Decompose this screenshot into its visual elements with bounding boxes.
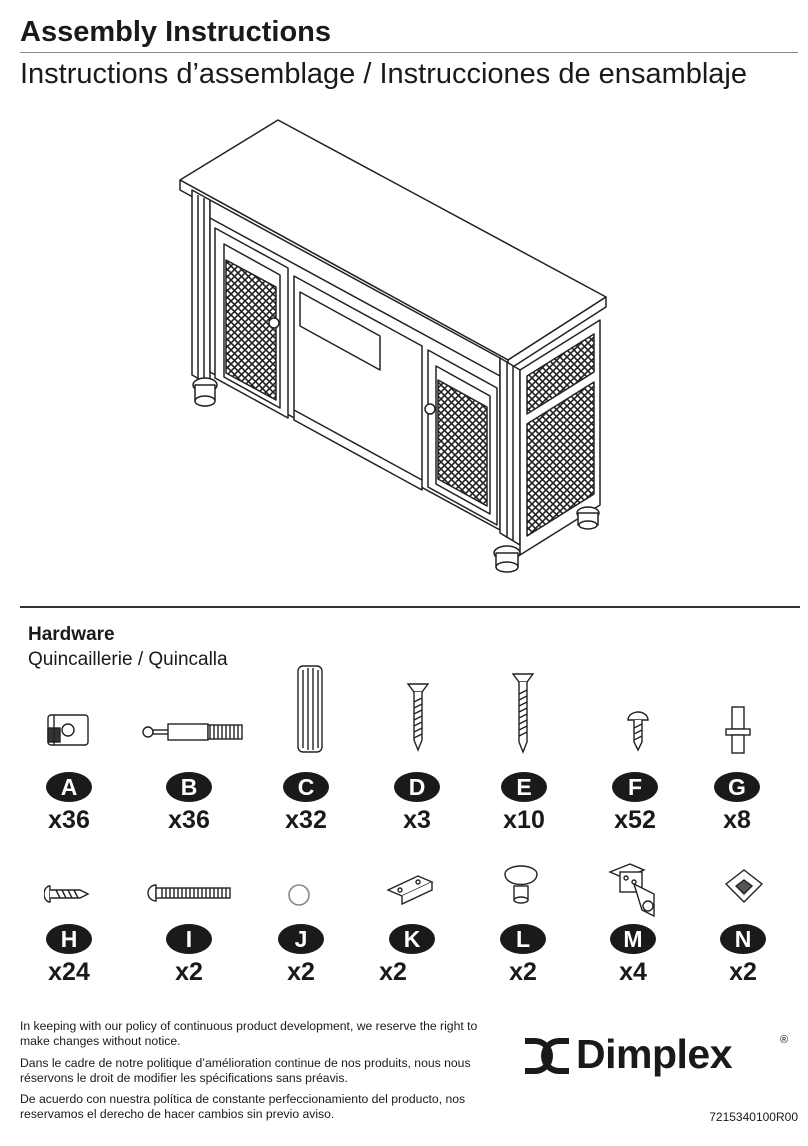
part-qty-b: x36 [168, 806, 210, 834]
tv-stand-illustration [179, 119, 607, 573]
small-screw-icon [44, 885, 90, 903]
bracket-icon [386, 875, 434, 906]
part-qty-h: x24 [48, 958, 90, 986]
title-divider [20, 52, 798, 53]
hardware-subtitle: Quincaillerie / Quincalla [28, 649, 228, 670]
knob-icon [504, 865, 538, 904]
part-qty-l: x2 [509, 958, 537, 986]
shelf-pin-icon [725, 706, 751, 754]
part-qty-k: x2 [379, 958, 407, 986]
document-code: 7215340100R00 [709, 1110, 798, 1124]
part-qty-c: x32 [285, 806, 327, 834]
part-letter-l: L [500, 924, 546, 954]
flat-head-screw-icon [406, 683, 430, 752]
wood-dowel-icon [297, 665, 323, 753]
part-qty-e: x10 [503, 806, 545, 834]
brand-name: Dimplex [576, 1031, 733, 1077]
part-qty-j: x2 [287, 958, 315, 986]
notice-spanish: De acuerdo con nuestra política de const… [20, 1092, 466, 1121]
machine-bolt-icon [147, 884, 231, 902]
part-letter-i: I [166, 924, 212, 954]
part-qty-d: x3 [403, 806, 431, 834]
part-letter-k: K [389, 924, 435, 954]
washer-ring-icon [288, 884, 310, 906]
part-letter-j: J [278, 924, 324, 954]
cam-bolt-icon [142, 723, 243, 741]
part-letter-b: B [166, 772, 212, 802]
page-title: Assembly Instructions [20, 16, 332, 48]
part-letter-h: H [46, 924, 92, 954]
part-letter-n: N [720, 924, 766, 954]
registered-mark: ® [780, 1034, 789, 1046]
hardware-title: Hardware [28, 624, 115, 645]
part-letter-c: C [283, 772, 329, 802]
notice-french: Dans le cadre de notre politique d’améli… [20, 1056, 471, 1085]
cam-lock-icon [47, 714, 89, 746]
part-letter-m: M [610, 924, 656, 954]
notice-english: In keeping with our policy of continuous… [20, 1019, 478, 1048]
pan-head-screw-icon [627, 711, 649, 752]
part-qty-f: x52 [614, 806, 656, 834]
long-screw-icon [511, 673, 535, 754]
part-letter-f: F [612, 772, 658, 802]
hinge-icon [608, 863, 655, 918]
page-subtitle: Instructions d’assemblage / Instruccione… [20, 58, 747, 90]
part-qty-i: x2 [175, 958, 203, 986]
part-qty-a: x36 [48, 806, 90, 834]
part-qty-n: x2 [729, 958, 757, 986]
part-qty-m: x4 [619, 958, 647, 986]
part-letter-e: E [501, 772, 547, 802]
part-letter-d: D [394, 772, 440, 802]
dimplex-logo-mark-icon [525, 1038, 569, 1074]
part-letter-a: A [46, 772, 92, 802]
corner-block-icon [724, 869, 764, 903]
part-qty-g: x8 [723, 806, 751, 834]
hardware-divider [20, 606, 800, 608]
part-letter-g: G [714, 772, 760, 802]
